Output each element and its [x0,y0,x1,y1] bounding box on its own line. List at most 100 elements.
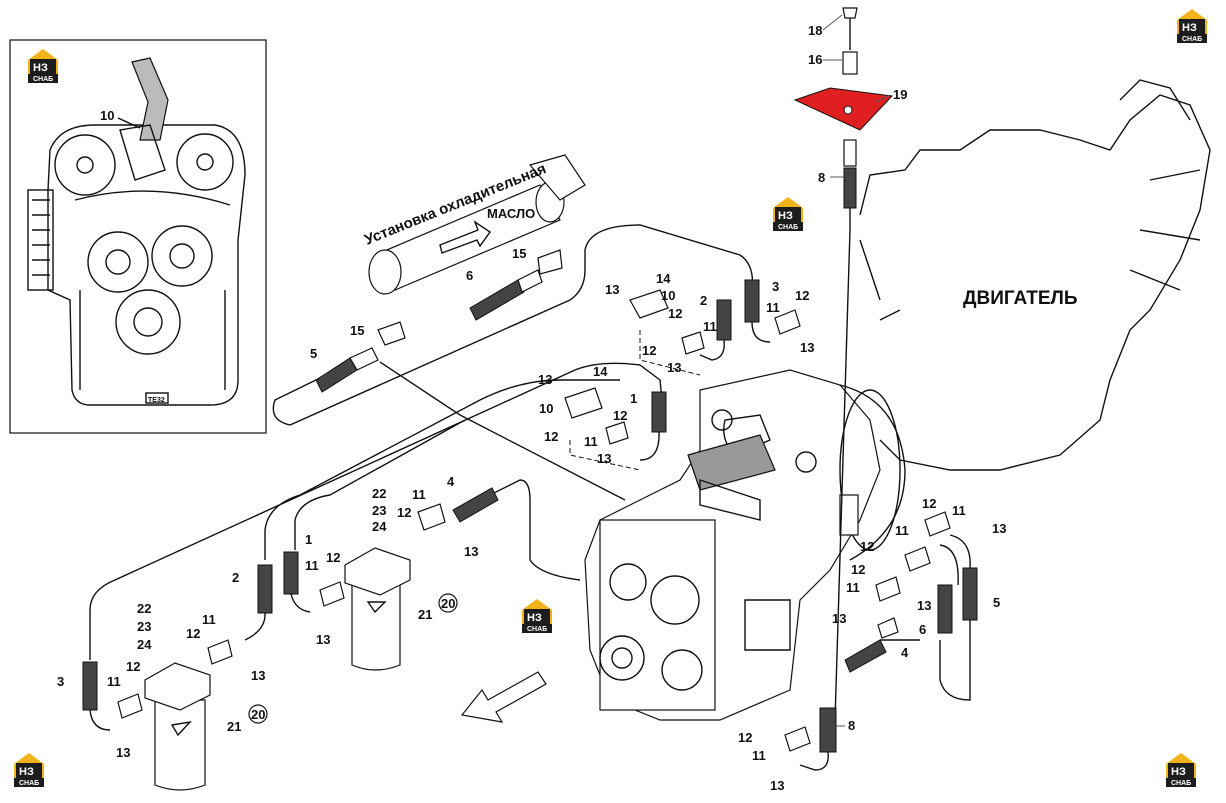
engine-label: ДВИГАТЕЛЬ [963,288,1078,309]
logo-bottom-right: НЗ СНАБ [1166,753,1196,787]
callout: 11 [703,319,717,334]
callout: 11 [202,612,216,627]
callout: 13 [770,778,784,793]
callout: 13 [917,598,931,613]
oil-cooler: Установка охладительная МАСЛО [362,154,586,295]
svg-text:НЗ: НЗ [1171,766,1186,778]
callout: 11 [766,300,780,315]
callouts: 14 13 10 2 3 11 12 11 12 12 13 13 13 14 … [57,271,1006,793]
engine-outline: ДВИГАТЕЛЬ [859,79,1211,471]
callout: 21 [227,719,241,734]
callout: 13 [116,745,130,760]
callout: 13 [800,340,814,355]
callout: 13 [597,451,611,466]
callout: 12 [186,626,200,641]
callout: 11 [412,487,426,502]
filter-right [344,547,411,671]
callout: 3 [772,279,779,294]
logo-top-right: НЗ СНАБ [1177,9,1207,43]
callout: 5 [993,595,1000,610]
callout: 13 [538,372,552,387]
callout-15-mid: 15 [350,323,364,338]
callout-6-top: 6 [466,268,473,283]
callout: 11 [895,523,909,538]
callout: 13 [832,611,846,626]
callout: 13 [992,521,1006,536]
routing-lines [89,224,971,701]
svg-text:СНАБ: СНАБ [33,76,53,83]
logo-center: НЗ СНАБ [522,599,552,633]
svg-text:НЗ: НЗ [527,612,542,624]
logo-bottom-left: НЗ СНАБ [14,753,44,787]
callout-19: 19 [893,87,907,102]
logo-inset: НЗ СНАБ [28,49,58,83]
callout: 13 [605,282,619,297]
svg-text:НЗ: НЗ [1182,22,1197,34]
svg-text:СНАБ: СНАБ [527,626,547,633]
callout: 12 [860,539,874,554]
callout: 12 [851,562,865,577]
svg-text:НЗ: НЗ [778,210,793,222]
callout: 20 [441,596,455,611]
callout: 12 [922,496,936,511]
callout: 24 [137,637,152,652]
transmission [584,369,906,721]
cooler-hoses: 15 6 15 5 [310,246,563,393]
hoses [82,279,978,731]
callout: 12 [642,343,656,358]
callout: 11 [846,580,860,595]
callout: 2 [700,293,707,308]
callout: 11 [305,558,319,573]
callout: 1 [305,532,312,547]
callout: 12 [613,408,627,423]
callout: 13 [251,668,265,683]
callout: 23 [137,619,151,634]
flow-arrow [460,671,547,723]
logo-center-top: НЗ СНАБ [773,197,803,231]
callout-8-bottom: 8 [848,718,855,733]
svg-text:СНАБ: СНАБ [19,780,39,787]
svg-text:СНАБ: СНАБ [778,224,798,231]
callout-15-top: 15 [512,246,526,261]
callout: 23 [372,503,386,518]
callout: 12 [126,659,140,674]
callout: 13 [464,544,478,559]
callout: 22 [137,601,151,616]
svg-text:НЗ: НЗ [33,62,48,74]
callout-18: 18 [808,23,822,38]
filter-left [144,662,211,791]
callout-5-top: 5 [310,346,317,361]
callout: 10 [539,401,553,416]
oil-label: МАСЛО [487,206,535,221]
dipstick-assembly: 18 16 19 8 8 [793,7,907,771]
fittings [117,289,951,752]
callout: 12 [668,306,682,321]
callout: 12 [397,505,411,520]
callout: 24 [372,519,387,534]
callout: 1 [630,391,637,406]
callout: 12 [738,730,752,745]
callout: 12 [544,429,558,444]
callout: 2 [232,570,239,585]
callout-16: 16 [808,52,822,67]
callout: 22 [372,486,386,501]
svg-text:СНАБ: СНАБ [1171,780,1191,787]
callout: 14 [593,364,608,379]
callout: 11 [107,674,121,689]
callout: 11 [952,503,966,518]
callout: 12 [326,550,340,565]
callout: 12 [795,288,809,303]
callout: 11 [584,434,598,449]
inset-tag: TE32 [148,397,165,404]
callout: 14 [656,271,671,286]
callout: 20 [251,707,265,722]
svg-text:НЗ: НЗ [19,766,34,778]
callout: 4 [901,645,909,660]
callout: 13 [316,632,330,647]
callout: 4 [447,474,455,489]
callout: 13 [667,360,681,375]
callout: 3 [57,674,64,689]
svg-text:СНАБ: СНАБ [1182,36,1202,43]
